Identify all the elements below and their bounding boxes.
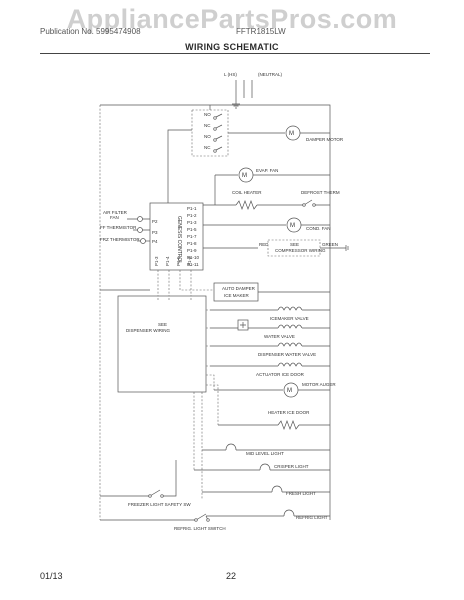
control-pin-right-2: P1-2 — [187, 213, 197, 218]
actuator-coil — [277, 362, 303, 367]
control-pin-right-8: P1-10 — [187, 255, 200, 260]
power-cord-wires — [235, 80, 253, 98]
icemaker-valve-coil — [277, 306, 303, 311]
compressor-green-label: GREEN — [322, 242, 338, 247]
page-title: WIRING SCHEMATIC — [185, 42, 279, 52]
line-label: L (HS) — [224, 72, 237, 77]
compressor-box — [267, 239, 321, 257]
svg-text:M: M — [290, 223, 295, 229]
ff-thermistor-label: FF THERMISTOR — [100, 225, 137, 230]
compressor-see: SEE — [290, 242, 299, 247]
dispenser-valve-coil — [277, 342, 303, 347]
mid-level-light-bulb — [225, 443, 237, 451]
model-number: Publication No. 5995474908 — [40, 27, 141, 36]
publication-number: FFTR1815LW — [236, 27, 286, 36]
ground-symbol — [232, 98, 240, 109]
watermark-logo: AppliancePartsPros.com — [66, 4, 398, 34]
mid-level-light-label: MID LEVEL LIGHT — [246, 451, 284, 456]
frz-thermistor-label: FRZ THERMISTOR — [100, 237, 140, 242]
control-pin-right-9: P1-11 — [187, 262, 199, 267]
control-pin-right-7: P1-9 — [187, 248, 197, 253]
svg-text:M: M — [287, 388, 292, 394]
control-board-box — [149, 202, 204, 271]
heater-ice-door-label: HEATER ICE DOOR — [268, 410, 310, 415]
sensor-inputs: AIR FILTER FAN FF THERMISTOR FRZ THERMIS… — [100, 210, 150, 244]
svg-text:M: M — [242, 173, 247, 179]
neutral-label: (NEUTRAL) — [258, 72, 283, 77]
control-pin-right-6: P1-8 — [187, 241, 197, 246]
damper-motor-label: DAMPER MOTOR — [306, 137, 344, 142]
compressor-wiring-label: COMPRESSOR WIRING — [275, 248, 326, 253]
control-pin-right-1: P1-1 — [187, 206, 197, 211]
refrig-light-switch — [195, 513, 209, 521]
dispenser-heater-out — [206, 384, 219, 425]
motor-auger-label: MOTOR AUGER — [302, 382, 336, 387]
ice-maker-label: ICE MAKER — [224, 293, 250, 298]
air-filter-label: AIR FILTER — [103, 210, 128, 215]
refrig-light-bulb — [283, 509, 295, 517]
coil-heater-element — [235, 200, 258, 210]
crisper-light-bulb — [259, 463, 271, 471]
relay-to-control — [167, 129, 192, 205]
fresh-light-bulb — [271, 485, 283, 493]
genesis-control: GENESIS CONTROL P2 P3 P4 P1-1 P1-2 P1-3 … — [149, 202, 204, 271]
power-entry: L (HS) (NEUTRAL) — [224, 72, 283, 109]
control-pin-right-5: P1-7 — [187, 234, 197, 239]
page-number: 22 — [226, 571, 237, 581]
evap-fan-label: EVAP. FAN — [256, 168, 278, 173]
freezer-light-safety-switch — [149, 460, 177, 497]
pin-wire-3 — [179, 270, 214, 291]
control-board-title: GENESIS CONTROL — [176, 216, 182, 264]
control-pin-left-2: P3 — [152, 230, 158, 235]
relay-label-2: NC — [204, 123, 211, 128]
dispenser-box — [117, 295, 207, 393]
auto-damper-label: AUTO DAMPER — [222, 286, 256, 291]
dispenser-auger-out — [206, 374, 215, 390]
header-rule — [40, 53, 430, 54]
refrig-light-switch-label: REFRIG. LIGHT SWITCH — [174, 526, 226, 531]
footer-date: 01/13 — [40, 571, 63, 581]
fresh-light-label: FRESH LIGHT — [286, 491, 316, 496]
neutral-bus — [100, 104, 331, 270]
compressor-red-label: RED — [259, 242, 269, 247]
actuator-ice-door-label: ACTUATOR ICE DOOR — [256, 372, 305, 377]
dispenser-water-valve-label: DISPENSER WATER VALVE — [258, 352, 316, 357]
freezer-light-safety-label: FREEZER LIGHT SAFETY SW — [128, 502, 191, 507]
heater-ice-door-element — [277, 420, 300, 430]
relay-label-3: NO — [204, 134, 211, 139]
relay-label-1: NO — [204, 112, 211, 117]
control-pin-left-3: P4 — [152, 239, 158, 244]
icemaker-valve-label: ICEMAKER VALVE — [270, 316, 309, 321]
coil-heater-label: COIL HEATER — [232, 190, 262, 195]
dispenser-see: SEE — [158, 322, 167, 327]
crisper-light-label: CRISPER LIGHT — [274, 464, 309, 469]
water-valve-coil — [277, 324, 303, 329]
relay-contacts — [213, 113, 223, 152]
control-pin-bottom-2: P1-4 — [165, 256, 170, 266]
relay-box — [191, 109, 229, 157]
dispenser-outputs — [206, 309, 210, 367]
control-pin-bottom-1: P1-3 — [154, 256, 159, 266]
defrost-therm-label: DEFROST THERM — [301, 190, 340, 195]
fan-label: FAN — [110, 215, 119, 220]
svg-text:M: M — [289, 131, 294, 137]
cond-fan-label: COND. FAN — [306, 226, 331, 231]
water-valve-label: WATER VALVE — [264, 334, 295, 339]
control-pin-right-3: P1-3 — [187, 220, 197, 225]
relay-label-4: NC — [204, 145, 211, 150]
control-pin-bottom-4: P1-6 — [187, 256, 192, 266]
relay-block: NO NC NO NC — [191, 109, 229, 157]
control-pin-right-4: P1-5 — [187, 227, 197, 232]
dispenser-wiring-label: DISPENSER WIRING — [126, 328, 171, 333]
control-pin-left-1: P2 — [152, 219, 158, 224]
refrig-light-label: REFRIG LIGHT — [296, 515, 328, 520]
control-pin-bottom-3: P1-5 — [176, 256, 181, 266]
